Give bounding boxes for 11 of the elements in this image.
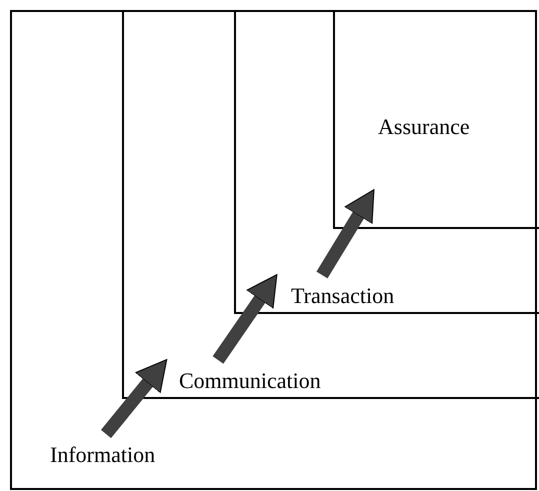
region-box bbox=[10, 10, 537, 490]
region-label: Assurance bbox=[378, 114, 470, 140]
region-label: Communication bbox=[179, 368, 321, 394]
block-arrow bbox=[212, 274, 278, 364]
region-box bbox=[234, 12, 539, 314]
block-arrow bbox=[100, 359, 168, 438]
block-arrow bbox=[316, 189, 374, 278]
region-box bbox=[333, 12, 539, 229]
region-label: Transaction bbox=[291, 283, 394, 309]
region-label: Information bbox=[50, 442, 156, 468]
region-box bbox=[122, 12, 539, 399]
